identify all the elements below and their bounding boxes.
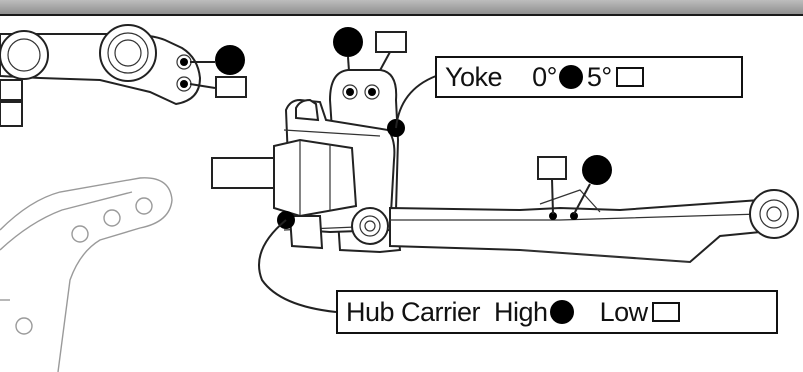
arm-lower-hole-box [215,76,247,98]
background-part-outline [0,177,173,372]
filled-dot-icon [558,65,583,89]
hub-carrier-option-a-text: High [494,296,548,327]
yoke-title: Yoke [445,61,503,92]
lower-arm [389,189,799,264]
lower-arm-dot-marker [582,155,612,185]
yoke-option-a-text: 0° [532,61,557,92]
yoke-top-dot-marker [333,27,363,57]
hub-carrier-assembly [211,69,402,254]
hub-carrier-option-b-text: Low [599,296,649,327]
yoke-top-box-marker [375,31,407,53]
yoke-option-label: Yoke 0° 5° [435,56,743,98]
hub-carrier-option-label: Hub Carrier High Low [336,290,778,334]
top-border-bar [0,0,803,16]
yoke-option-b-text: 5° [586,61,612,92]
lower-arm-box-marker [537,156,567,180]
empty-box-icon [651,302,680,322]
filled-dot-icon [549,300,574,324]
empty-box-icon [615,67,644,87]
upper-arm-part [0,24,216,127]
hub-carrier-title: Hub Carrier [346,296,481,327]
arm-upper-hole-marker [215,45,245,75]
